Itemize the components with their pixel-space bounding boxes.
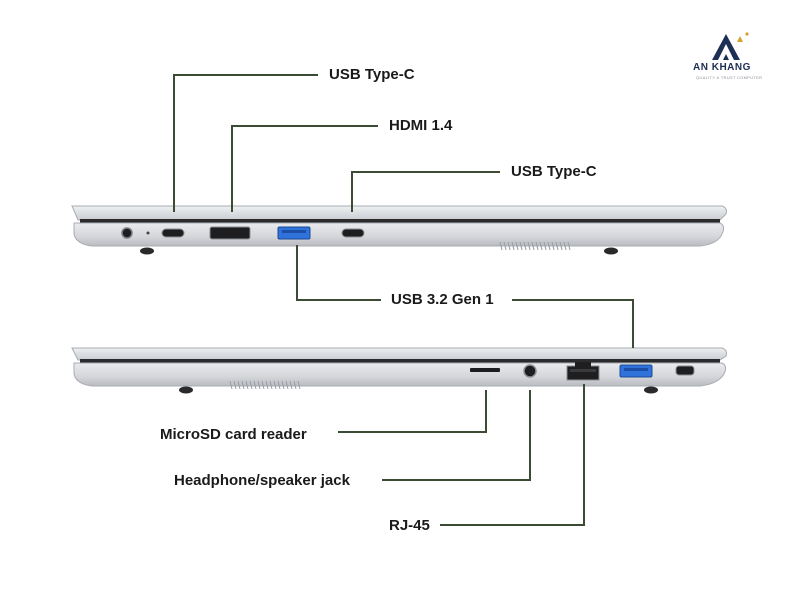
dc-power-port xyxy=(121,227,133,239)
laptop-right-side-view xyxy=(71,347,727,394)
callout-line-usb-c-2 xyxy=(351,171,500,212)
label-headphone-jack: Headphone/speaker jack xyxy=(174,472,350,489)
callout-line-usb-3-2-right xyxy=(512,299,634,348)
label-usb-3-2-gen-1: USB 3.2 Gen 1 xyxy=(391,291,494,308)
an-khang-logo xyxy=(712,32,749,60)
label-microsd-card-reader: MicroSD card reader xyxy=(160,426,307,443)
laptop-left-side-view xyxy=(71,205,727,255)
usb-c-port-1 xyxy=(161,228,185,238)
callout-line-hdmi xyxy=(231,125,378,212)
brand-tagline: QUALITY & TRUST COMPUTER xyxy=(696,75,763,80)
callout-line-usb-c-1 xyxy=(173,74,318,212)
callout-line-microsd xyxy=(338,390,487,433)
kensington-lock-slot xyxy=(675,365,695,376)
headphone-jack xyxy=(523,364,537,378)
rj45-port xyxy=(566,362,600,381)
callout-line-rj45 xyxy=(440,384,585,526)
callout-lines xyxy=(173,74,634,526)
vent-grille xyxy=(499,241,571,251)
callout-line-usb-3-2 xyxy=(296,245,381,301)
label-usb-type-c-right: USB Type-C xyxy=(511,163,597,180)
label-hdmi: HDMI 1.4 xyxy=(389,117,453,134)
vent-grille xyxy=(229,380,301,390)
microsd-slot xyxy=(470,368,500,372)
hdmi-port xyxy=(209,226,251,240)
brand-name: AN KHANG xyxy=(693,62,751,73)
label-rj45: RJ-45 xyxy=(389,517,430,534)
label-usb-type-c-left: USB Type-C xyxy=(329,66,415,83)
callout-line-headphone xyxy=(382,390,531,481)
usb-c-port-2 xyxy=(341,228,365,238)
